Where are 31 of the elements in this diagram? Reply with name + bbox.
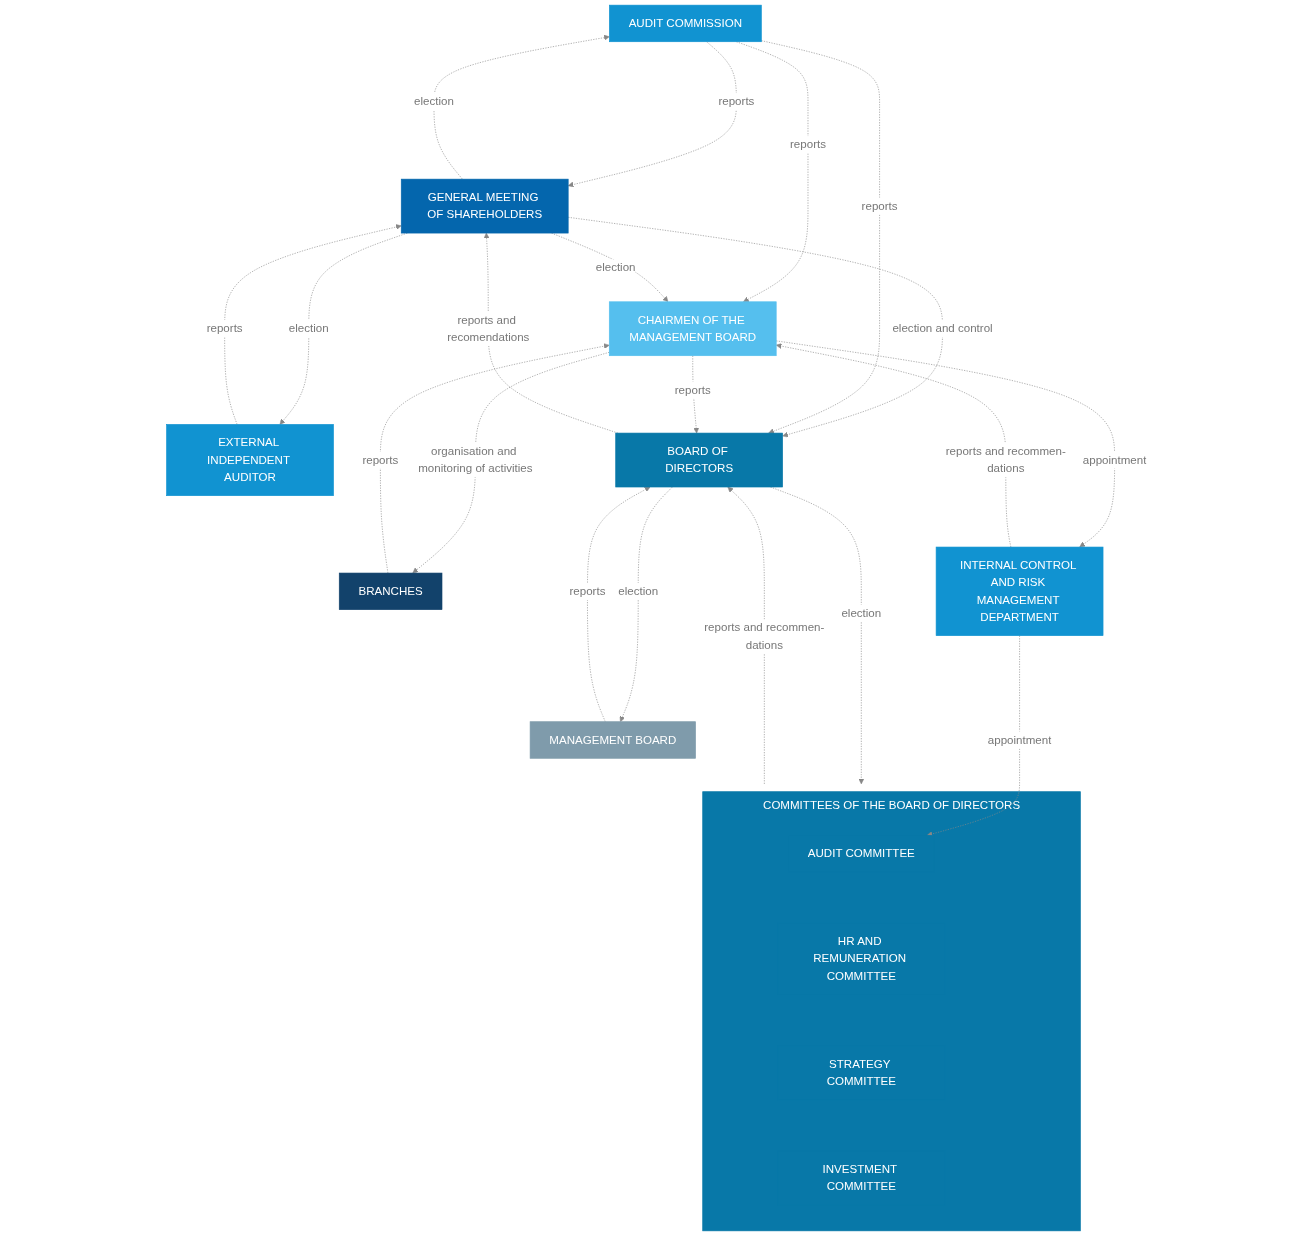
edge-label: election	[288, 322, 329, 335]
node-box: BRANCHES	[338, 572, 443, 610]
edge-label: election	[595, 261, 636, 275]
node-text: AUDIT COMMITTEE	[807, 846, 915, 860]
node-box: MANAGEMENT BOARD	[529, 721, 696, 759]
node-box: INTERNAL CONTROL AND RISK MANAGEMENT DEPARTMENT	[935, 546, 1104, 636]
edge-label: election	[618, 584, 659, 598]
node-box: GENERAL MEETING OF SHAREHOLDERS	[400, 178, 569, 234]
edge-label: election	[841, 606, 882, 620]
edge-label: reports	[206, 322, 243, 335]
node-text: STRATEGY COMMITTEE	[826, 1057, 896, 1088]
edge-label: appointment	[1082, 453, 1147, 467]
node-box: CHAIRMEN OF THE MANAGEMENT BOARD	[608, 301, 777, 357]
edge-label: reports and recommen-dations	[704, 621, 825, 652]
node-box: EXTERNAL INDEPENDENT AUDITOR	[166, 424, 334, 496]
edge-label: reports and recommen-dations	[945, 444, 1066, 475]
node-box: AUDIT COMMISSION	[609, 4, 762, 43]
edge-label: reports	[362, 453, 399, 467]
node-box: BOARD OF DIRECTORS	[615, 432, 783, 488]
edge-label: appointment	[987, 733, 1052, 747]
edge-label: reports	[569, 584, 606, 598]
node-text: INVESTMENT COMMITTEE	[822, 1162, 897, 1193]
edge-label: reports and recomendations	[447, 313, 530, 344]
edge-label: reports	[790, 138, 826, 151]
edge-label: organisation and monitoring of activities	[418, 444, 533, 475]
edge-label: reports	[674, 383, 711, 397]
node-text: HR AND REMUNERATION COMMITTEE	[813, 934, 907, 983]
edge-label: reports	[861, 199, 898, 213]
edge-label: reports	[718, 95, 755, 108]
edge-label: election	[414, 95, 454, 108]
edge-label: election and control	[892, 322, 993, 335]
